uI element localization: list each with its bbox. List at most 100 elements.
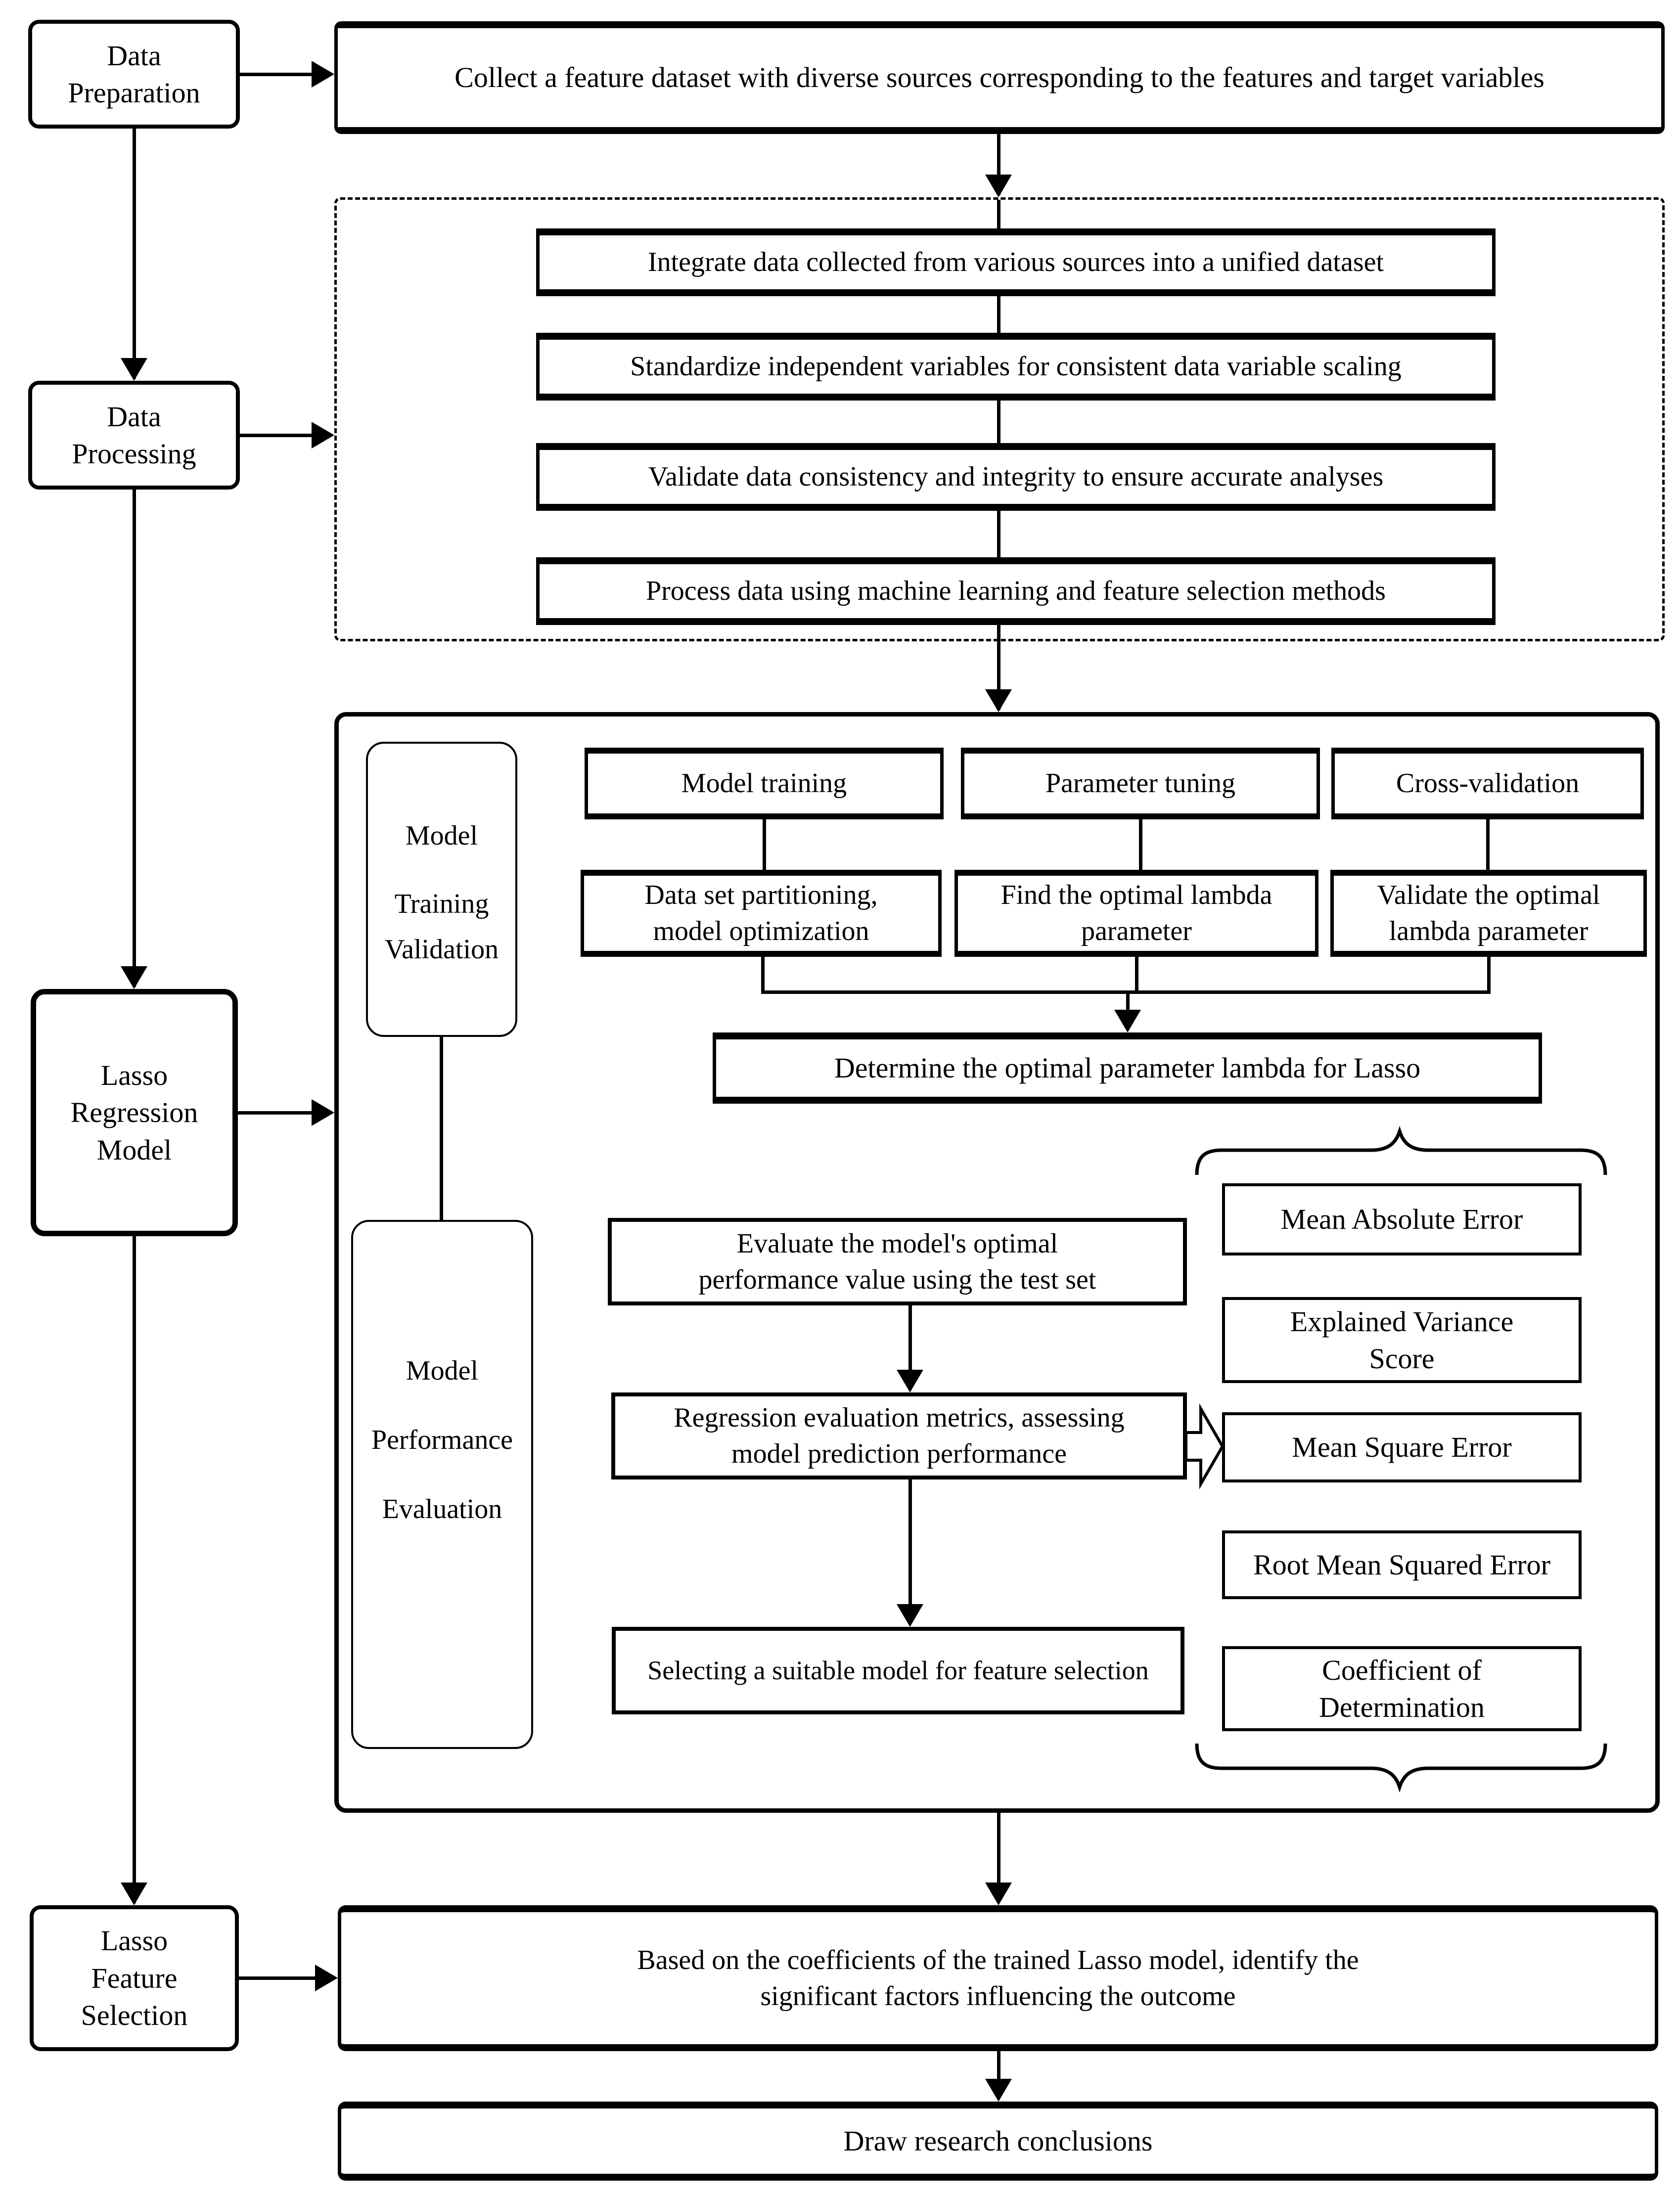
node-label: Find the optimal lambda (1000, 880, 1272, 911)
node-coefficient-of-determination: Coefficient of Determination (1222, 1646, 1582, 1731)
connector-steps-entry (997, 200, 1000, 228)
node-lasso-regression-model: Lasso Regression Model (31, 989, 238, 1236)
arrowhead-right-icon (312, 1099, 334, 1126)
node-integrate-data: Integrate data collected from various so… (536, 228, 1496, 296)
node-selecting-model: Selecting a suitable model for feature s… (612, 1627, 1184, 1714)
node-dataset-partitioning: Data set partitioning, model optimizatio… (581, 870, 942, 957)
node-label: significant factors influencing the outc… (760, 1980, 1236, 2012)
node-label: Validate data consistency and integrity … (648, 461, 1384, 493)
arrowhead-right-icon (312, 422, 334, 448)
curly-brace-bottom-icon (1195, 1743, 1607, 1793)
connector-elbow-left (761, 957, 765, 994)
node-label: Mean Square Error (1292, 1431, 1512, 1464)
arrowhead-down-icon (985, 689, 1012, 712)
node-determine-lambda: Determine the optimal parameter lambda f… (713, 1032, 1542, 1104)
node-evaluate-test-set: Evaluate the model's optimal performance… (608, 1218, 1187, 1305)
connector-to-determine (1126, 990, 1130, 1013)
connector-processing-to-steps (240, 434, 319, 437)
node-label: Lasso (100, 1925, 168, 1957)
node-model-performance-evaluation: Model Performance Evaluation (351, 1220, 533, 1749)
container-lasso-model (334, 712, 1660, 1813)
node-label: Model (405, 820, 478, 851)
node-label: Mean Absolute Error (1280, 1203, 1523, 1236)
node-label: Data (107, 400, 161, 433)
node-label: Determination (1318, 1691, 1485, 1723)
node-regression-metrics: Regression evaluation metrics, assessing… (611, 1392, 1187, 1479)
node-label: performance value using the test set (698, 1264, 1096, 1295)
connector-prep-to-collect (240, 73, 319, 76)
connector-elbow-mid (1135, 957, 1138, 994)
node-label: Training (394, 889, 489, 919)
node-draw-conclusions: Draw research conclusions (338, 2102, 1658, 2181)
connector-training-detail-1 (763, 819, 766, 870)
connector-step1-step2 (997, 296, 1000, 333)
arrowhead-down-icon (897, 1604, 923, 1627)
node-data-preparation: Data Preparation (28, 20, 240, 129)
connector-regression-to-selecting (908, 1479, 912, 1608)
connector-model-to-identify (997, 1813, 1000, 1885)
arrowhead-down-icon (985, 2079, 1012, 2102)
node-label: Collect a feature dataset with diverse s… (454, 61, 1544, 94)
node-label: model optimization (653, 916, 869, 946)
connector-identify-to-conclusions (997, 2051, 1000, 2081)
connector-elbow-right (1487, 957, 1491, 994)
node-data-processing: Data Processing (28, 381, 240, 490)
node-model-training-validation: Model Training Validation (366, 742, 517, 1037)
node-cross-validation: Cross-validation (1331, 748, 1644, 819)
node-identify-factors: Based on the coefficients of the trained… (338, 1905, 1658, 2051)
node-standardize-variables: Standardize independent variables for co… (536, 333, 1496, 401)
arrowhead-down-icon (1114, 1010, 1141, 1032)
connector-step3-step4 (997, 511, 1000, 557)
node-label: Coefficient of (1322, 1654, 1482, 1686)
arrowhead-down-icon (121, 1882, 147, 1905)
node-label: Evaluation (382, 1494, 502, 1524)
connector-mtv-to-mpe (440, 1037, 443, 1220)
connector-processing-to-lasso (133, 490, 136, 987)
node-label: Validation (384, 934, 499, 965)
node-validate-lambda: Validate the optimal lambda parameter (1330, 870, 1647, 957)
connector-step2-step3 (997, 401, 1000, 443)
node-label: Explained Variance (1290, 1305, 1514, 1338)
node-label: Based on the coefficients of the trained… (637, 1944, 1359, 1975)
node-label: Evaluate the model's optimal (736, 1228, 1058, 1259)
arrowhead-down-icon (985, 1882, 1012, 1905)
node-label: Parameter tuning (1045, 768, 1236, 799)
node-label: Cross-validation (1396, 768, 1580, 799)
node-find-lambda: Find the optimal lambda parameter (954, 870, 1318, 957)
node-label: Determine the optimal parameter lambda f… (834, 1052, 1421, 1084)
node-mean-square-error: Mean Square Error (1222, 1412, 1582, 1482)
node-collect-dataset: Collect a feature dataset with diverse s… (334, 21, 1665, 134)
connector-feature-to-identify (239, 1976, 323, 1980)
node-label: Score (1369, 1343, 1435, 1375)
node-label: parameter (1081, 916, 1192, 946)
node-label: Selecting a suitable model for feature s… (647, 1656, 1149, 1686)
node-label: Regression (70, 1096, 198, 1129)
connector-steps-to-model (997, 625, 1000, 710)
connector-lasso-to-container (238, 1111, 319, 1115)
node-lasso-feature-selection: Lasso Feature Selection (30, 1905, 239, 2051)
node-explained-variance-score: Explained Variance Score (1222, 1297, 1582, 1383)
node-label: Validate the optimal (1377, 880, 1600, 911)
node-label: Draw research conclusions (843, 2125, 1153, 2157)
node-label: Model (406, 1355, 479, 1386)
connector-lasso-to-feature (133, 1236, 136, 1903)
node-label: Root Mean Squared Error (1253, 1548, 1550, 1581)
connector-training-detail-3 (1486, 819, 1490, 870)
connector-collect-to-steps (997, 134, 1000, 195)
arrowhead-down-icon (121, 966, 147, 989)
connector-prep-to-processing (133, 129, 136, 379)
node-label: Standardize independent variables for co… (630, 351, 1402, 382)
node-label: Process data using machine learning and … (646, 576, 1386, 607)
node-model-training: Model training (585, 748, 944, 819)
block-arrow-right-icon (1184, 1403, 1225, 1490)
node-label: Processing (72, 438, 196, 470)
node-label: Feature (91, 1962, 178, 1994)
node-mean-absolute-error: Mean Absolute Error (1222, 1183, 1582, 1255)
connector-training-detail-2 (1139, 819, 1142, 870)
node-label: Selection (81, 1999, 188, 2032)
node-label: Regression evaluation metrics, assessing (674, 1402, 1125, 1434)
arrowhead-down-icon (121, 358, 147, 381)
node-label: Model training (681, 768, 847, 799)
node-root-mean-squared-error: Root Mean Squared Error (1222, 1530, 1582, 1599)
